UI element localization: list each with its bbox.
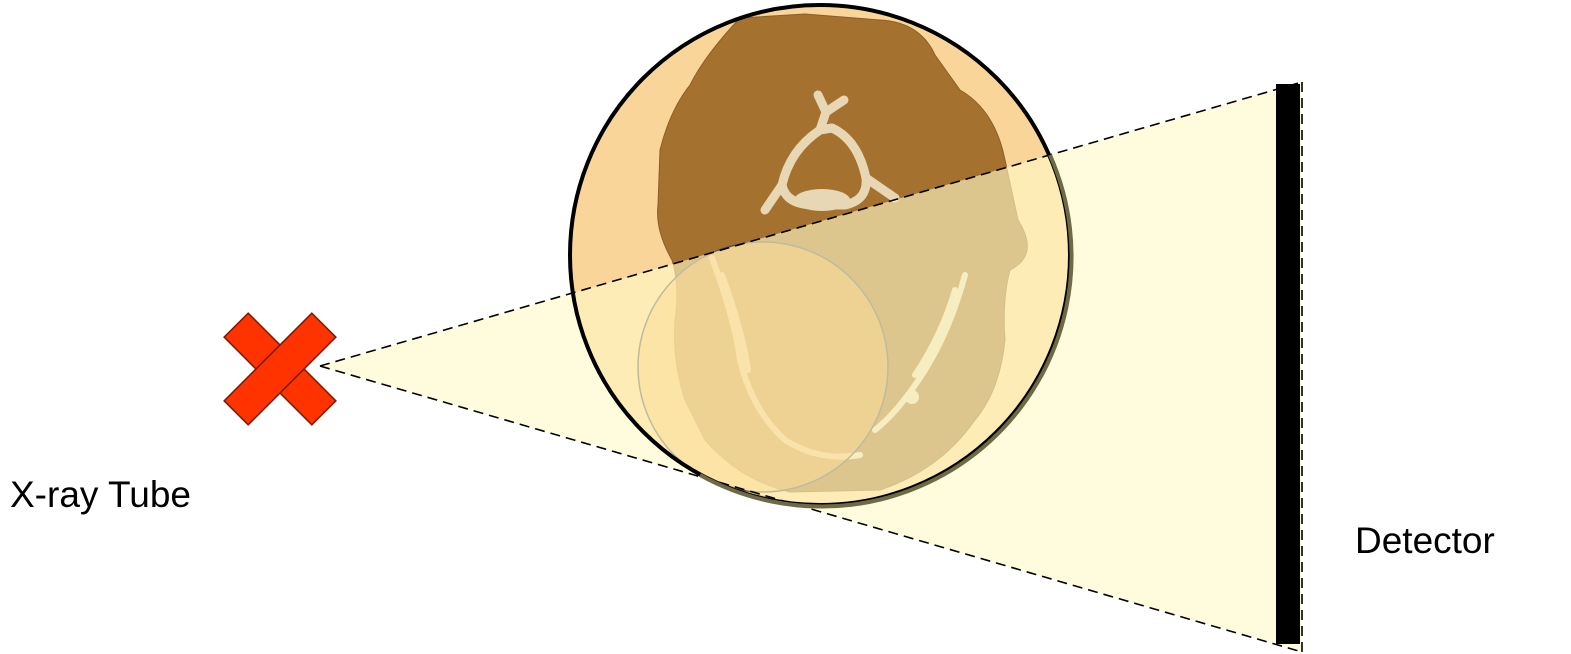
xray-tube-label: X-ray Tube (10, 474, 191, 516)
detector-bar (1276, 84, 1300, 644)
detector-label: Detector (1355, 520, 1495, 562)
